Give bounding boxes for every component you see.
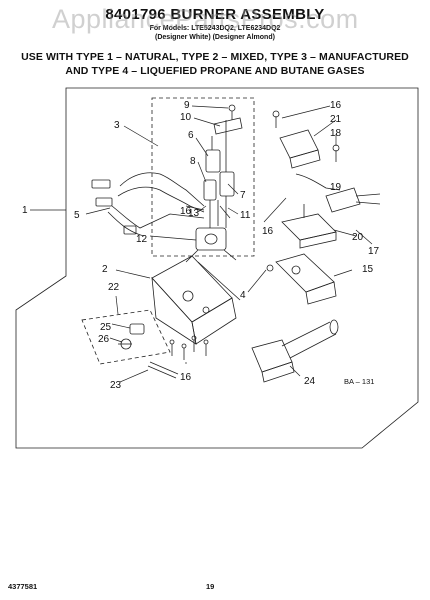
svg-text:5: 5 xyxy=(74,210,80,221)
wire-harness xyxy=(91,172,205,237)
svg-text:9: 9 xyxy=(184,100,190,111)
svg-text:1: 1 xyxy=(22,205,28,216)
page-title: 8401796 BURNER ASSEMBLY xyxy=(105,6,325,23)
svg-text:18: 18 xyxy=(330,128,342,139)
svg-text:10: 10 xyxy=(180,112,192,123)
svg-text:16: 16 xyxy=(180,372,192,383)
bracket-10 xyxy=(213,117,243,135)
burner-bracket xyxy=(151,255,241,345)
svg-text:16: 16 xyxy=(180,206,192,217)
models-line: For Models: LTE5243DQ2, LTE6234DQ2 xyxy=(149,25,281,32)
sensor-assembly xyxy=(272,110,381,249)
svg-text:6: 6 xyxy=(188,130,194,141)
page-number: 19 xyxy=(206,582,215,591)
callout-labels: 1 2 3 4 5 6 7 8 9 10 11 12 13 15 16 16 1… xyxy=(22,100,380,391)
svg-text:24: 24 xyxy=(304,376,316,387)
svg-text:26: 26 xyxy=(98,334,110,345)
svg-text:22: 22 xyxy=(108,282,120,293)
screw-9 xyxy=(228,104,236,120)
part-23-tube xyxy=(147,365,177,379)
gas-valve xyxy=(185,227,237,263)
part-number: 4377581 xyxy=(8,582,38,591)
screw-group-box xyxy=(81,309,171,365)
burner-base xyxy=(266,253,337,305)
svg-text:16: 16 xyxy=(330,100,342,111)
svg-text:15: 15 xyxy=(362,264,374,275)
svg-text:25: 25 xyxy=(100,322,112,333)
svg-text:8: 8 xyxy=(190,156,196,167)
burner-tube xyxy=(251,319,339,383)
screw-group-16 xyxy=(169,335,209,360)
svg-text:16: 16 xyxy=(262,226,274,237)
svg-text:7: 7 xyxy=(240,190,246,201)
assembly-frame xyxy=(15,87,419,449)
svg-text:21: 21 xyxy=(330,114,342,125)
svg-text:12: 12 xyxy=(136,234,148,245)
valve-subassembly-box xyxy=(151,97,255,257)
svg-text:23: 23 xyxy=(110,380,122,391)
colors-line: (Designer White) (Designer Almond) xyxy=(155,34,275,41)
svg-text:19: 19 xyxy=(330,182,342,193)
leader-lines xyxy=(30,105,373,383)
ignitor xyxy=(118,323,145,350)
svg-text:4: 4 xyxy=(240,290,246,301)
usage-line-1: USE WITH TYPE 1 – NATURAL, TYPE 2 – MIXE… xyxy=(21,51,409,63)
svg-text:13: 13 xyxy=(188,208,200,219)
valve-coils xyxy=(203,120,235,228)
usage-line-2: AND TYPE 4 – LIQUEFIED PROPANE AND BUTAN… xyxy=(65,65,365,77)
svg-text:17: 17 xyxy=(368,246,380,257)
svg-text:2: 2 xyxy=(102,264,108,275)
svg-text:20: 20 xyxy=(352,232,364,243)
svg-text:11: 11 xyxy=(240,210,251,221)
svg-text:3: 3 xyxy=(114,120,120,131)
diagram-code: BA – 131 xyxy=(344,377,374,386)
